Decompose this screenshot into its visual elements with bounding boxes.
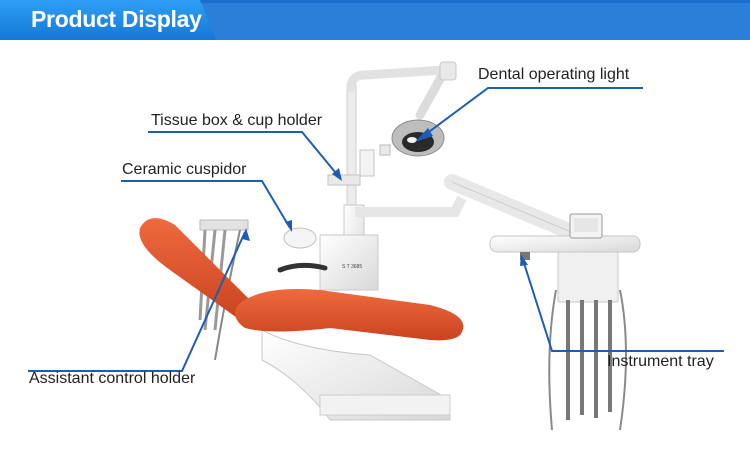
chair-upholstery bbox=[139, 218, 464, 341]
tissue-cup-holder bbox=[327, 144, 391, 186]
callout-line-cuspidor bbox=[121, 180, 291, 229]
instrument-tray bbox=[489, 213, 641, 431]
callout-line-assistant bbox=[28, 231, 246, 372]
page-title: Product Display bbox=[31, 6, 202, 32]
banner-background bbox=[0, 0, 750, 40]
chair-base bbox=[261, 329, 451, 421]
header-banner: Product Display bbox=[0, 0, 750, 40]
label-ceramic-cuspidor: Ceramic cuspidor bbox=[122, 161, 247, 178]
label-assistant-control-holder: Assistant control holder bbox=[29, 370, 196, 387]
callout-line-tray bbox=[522, 259, 724, 352]
callout-line-tissue bbox=[148, 131, 341, 179]
label-instrument-tray: Instrument tray bbox=[607, 353, 714, 370]
instrument-arm bbox=[343, 174, 598, 286]
operating-light bbox=[346, 61, 457, 236]
callout-lines bbox=[28, 87, 724, 372]
callout-line-light bbox=[417, 87, 643, 141]
label-tissue-box-cup-holder: Tissue box & cup holder bbox=[151, 112, 323, 129]
svg-text:S T 3685: S T 3685 bbox=[342, 264, 362, 270]
label-dental-operating-light: Dental operating light bbox=[478, 66, 630, 83]
ceramic-cuspidor: S T 3685 bbox=[283, 227, 379, 291]
callout-arrowheads bbox=[242, 128, 528, 266]
